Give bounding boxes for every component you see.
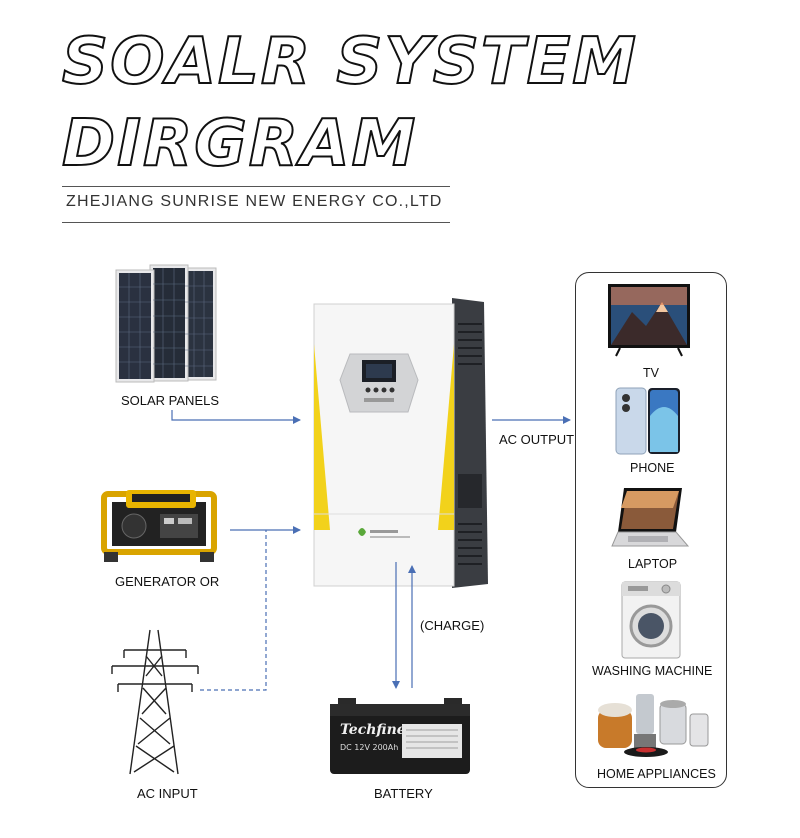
power-tower-image: [111, 629, 199, 775]
ac-input-label: AC INPUT: [137, 786, 198, 801]
phone-image: [615, 387, 680, 455]
phone-label: PHONE: [630, 461, 675, 475]
inverter-image: [313, 298, 488, 588]
divider-bottom: [62, 222, 450, 223]
home-appliances-image: [598, 694, 709, 757]
generator-image: [101, 490, 217, 562]
washing-machine-image: [621, 581, 681, 659]
title-line-1: SOALR SYSTEM: [61, 25, 638, 99]
devices-panel: [575, 272, 727, 788]
solar-to-inverter-arrow: [171, 410, 301, 424]
charge-label: (CHARGE): [420, 618, 485, 633]
title-line-2: DIRGRAM: [61, 107, 418, 181]
divider-top: [62, 186, 450, 187]
solar-panels-image: [115, 264, 217, 383]
tv-image: [608, 284, 690, 357]
battery-brand: Techfine: [340, 722, 406, 738]
home-appliances-label: HOME APPLIANCES: [597, 767, 716, 781]
company-name: ZHEJIANG SUNRISE NEW ENERGY CO.,LTD: [66, 193, 443, 210]
laptop-image: [611, 488, 690, 547]
ac-output-label: AC OUTPUT: [499, 432, 575, 447]
battery-label: BATTERY: [374, 786, 433, 801]
washing-machine-label: WASHING MACHINE: [592, 664, 713, 678]
laptop-label: LAPTOP: [628, 557, 678, 571]
tv-label: TV: [643, 366, 659, 380]
battery-image: Techfine DC 12V 200Ah: [330, 698, 470, 774]
solar-panels-label: SOLAR PANELS: [121, 393, 220, 408]
battery-spec: DC 12V 200Ah: [340, 743, 398, 752]
generator-label: GENERATOR OR: [115, 574, 220, 589]
